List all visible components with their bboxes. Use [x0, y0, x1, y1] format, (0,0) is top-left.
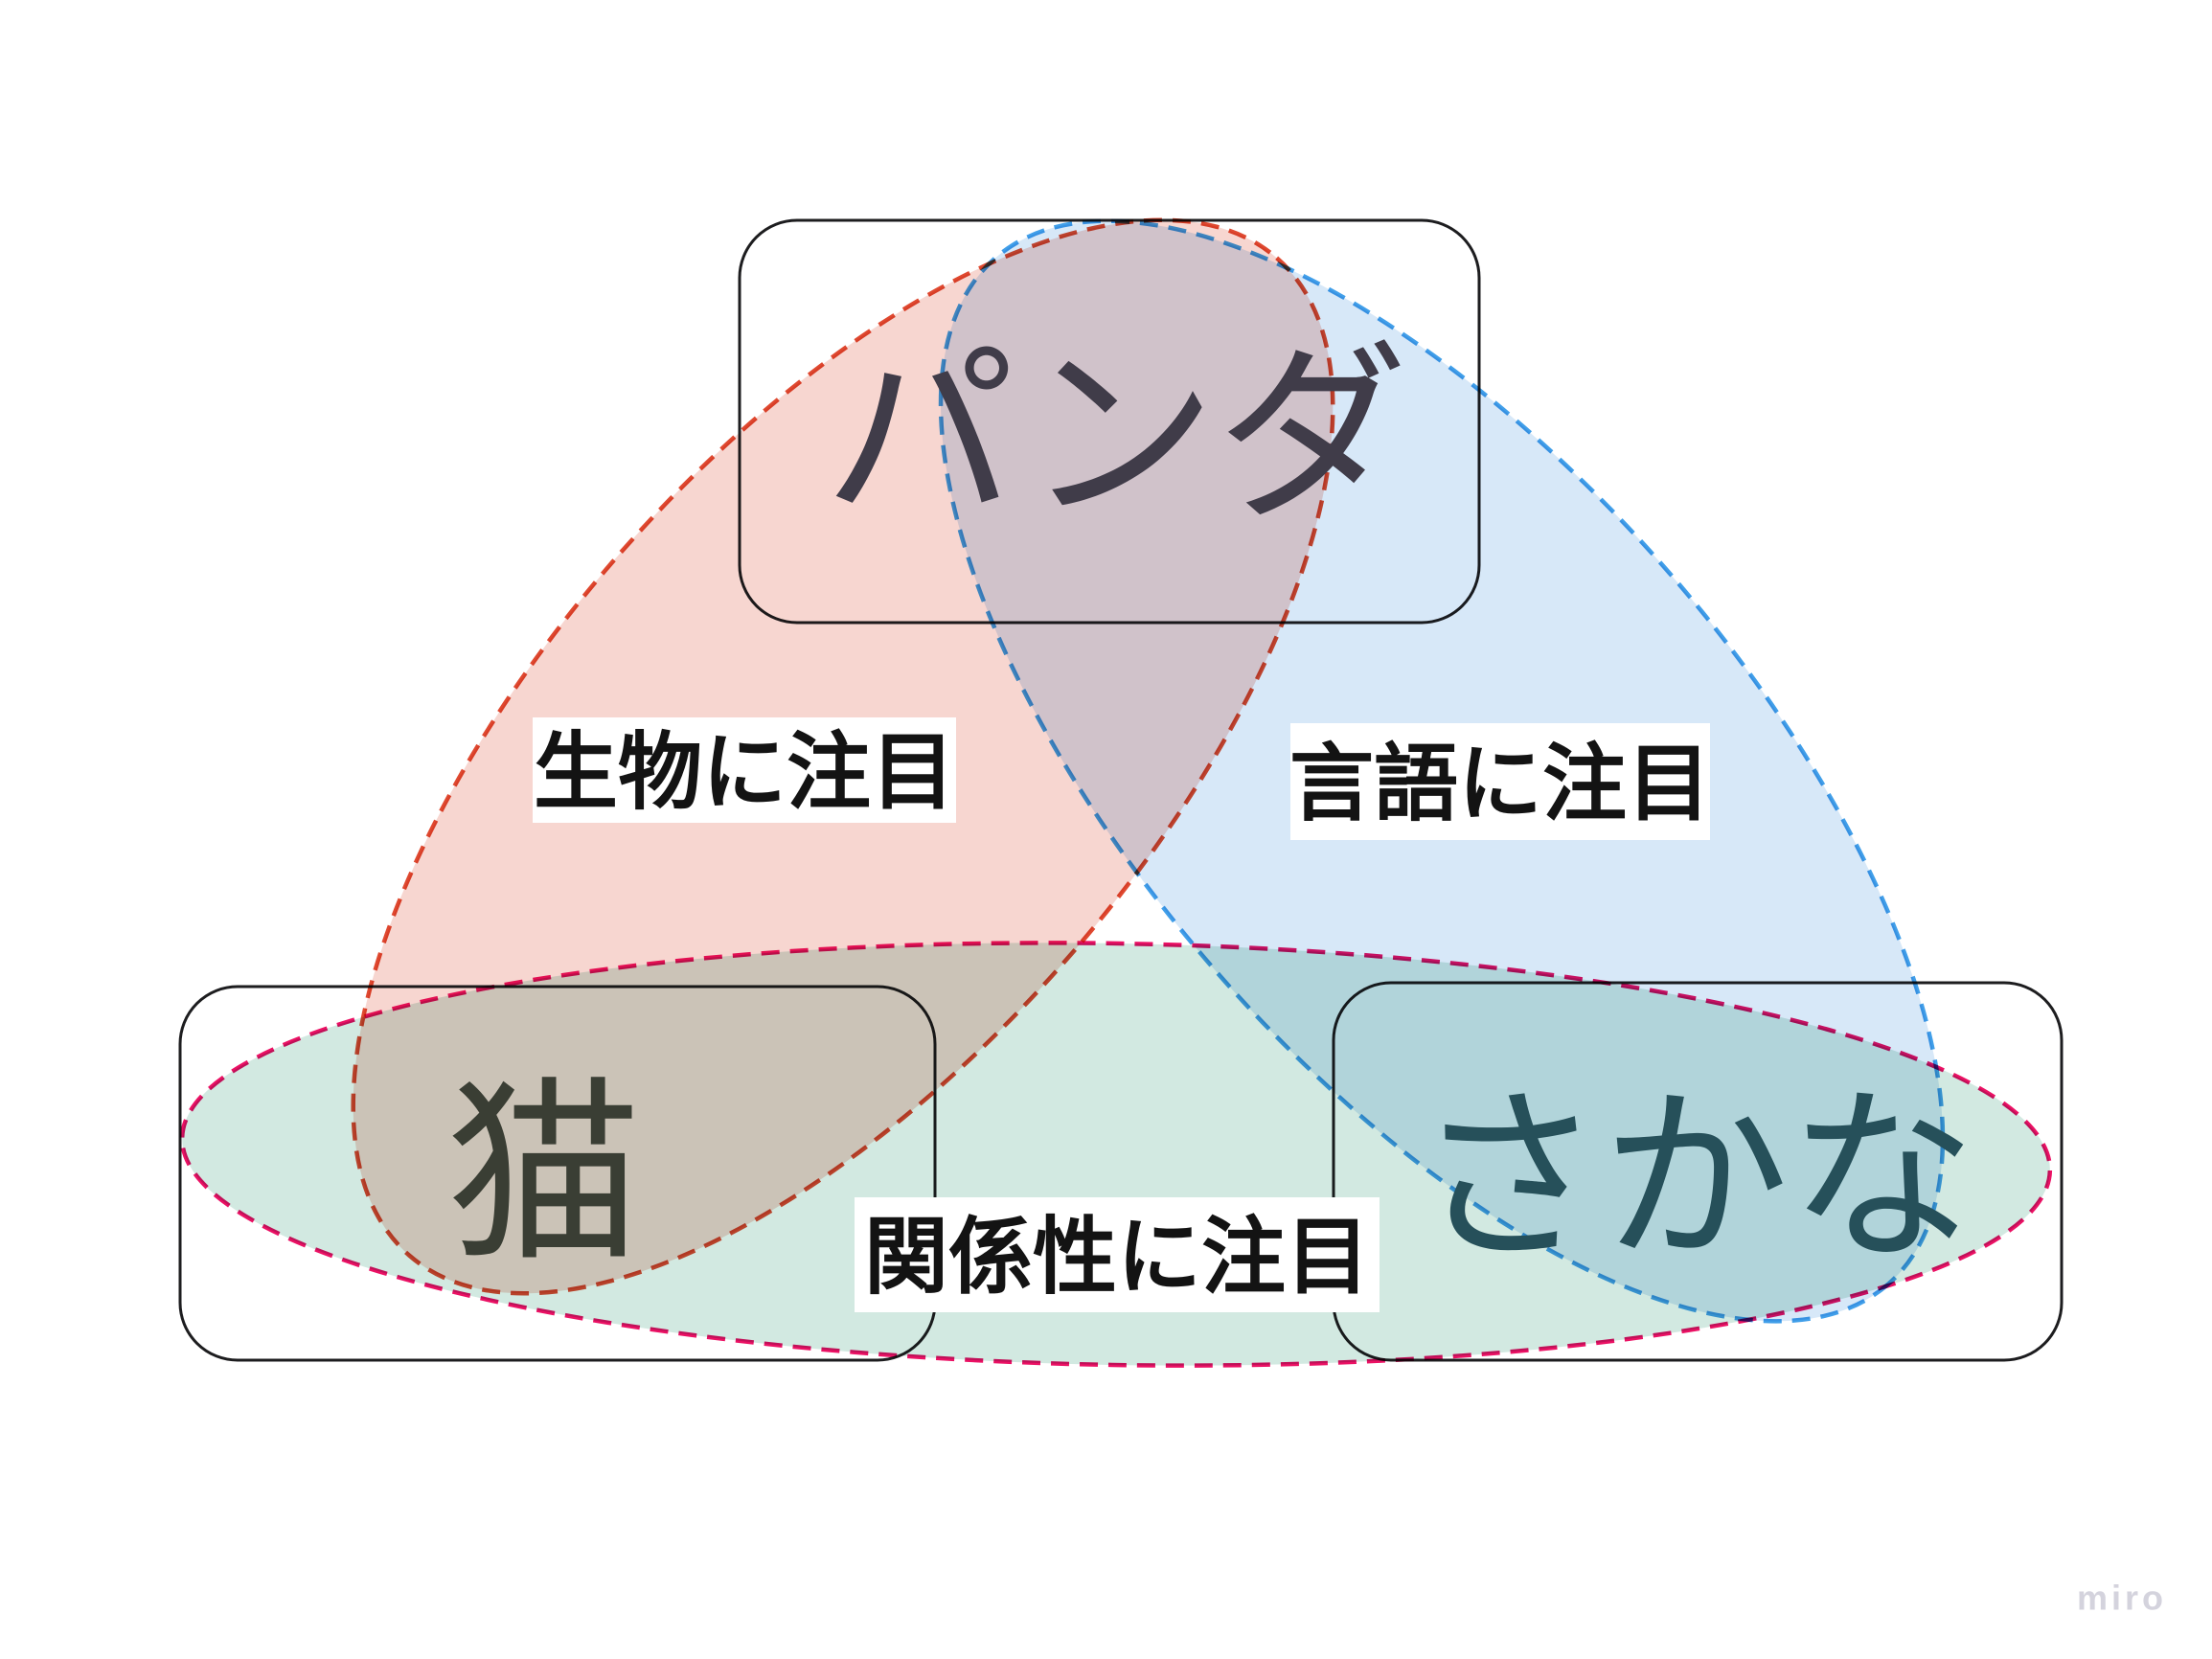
- language-caption-text: 言語に注目: [1289, 737, 1711, 831]
- relationship-set-ellipse[interactable]: [178, 927, 2053, 1381]
- fish-node-label[interactable]: さかな: [1416, 1074, 1976, 1283]
- set-outlines: [179, 217, 2053, 1368]
- relationship-caption-text: 関係性に注目: [864, 1210, 1370, 1305]
- node-labels: パンダ 猫 さかな: [446, 330, 1976, 1284]
- relationship-set-outline: [179, 941, 2053, 1368]
- biology-caption-box[interactable]: [533, 717, 956, 823]
- miro-watermark: miro: [2077, 1579, 2167, 1618]
- panda-node-label[interactable]: パンダ: [824, 330, 1408, 543]
- biology-caption-text: 生物に注目: [534, 725, 955, 820]
- language-set-caption[interactable]: 言語に注目: [1289, 723, 1711, 840]
- relationship-caption-box[interactable]: [855, 1197, 1380, 1312]
- biology-set-caption[interactable]: 生物に注目: [533, 717, 956, 823]
- language-caption-box[interactable]: [1290, 723, 1710, 840]
- biology-set-outline: [351, 217, 1335, 1296]
- relationship-set-caption[interactable]: 関係性に注目: [855, 1197, 1380, 1312]
- cat-node-label[interactable]: 猫: [446, 1065, 643, 1284]
